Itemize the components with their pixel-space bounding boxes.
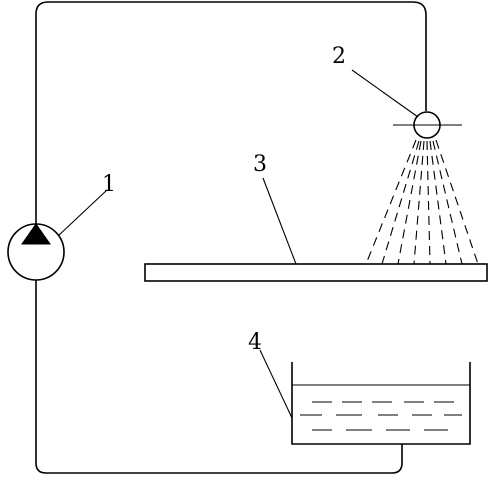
spray-cone bbox=[365, 139, 479, 265]
circulation-pipe bbox=[35, 1, 427, 228]
return-pipe bbox=[35, 280, 403, 474]
tank-walls bbox=[291, 362, 471, 445]
label-tank: 4 bbox=[248, 330, 262, 355]
leader-line-plate bbox=[262, 177, 297, 265]
label-pump: 1 bbox=[102, 172, 116, 197]
label-nozzle: 2 bbox=[332, 44, 346, 69]
pump bbox=[7, 223, 65, 281]
plate bbox=[144, 263, 488, 282]
liquid-tank bbox=[291, 362, 471, 445]
leader-line-tank bbox=[259, 349, 293, 419]
leader-line-nozzle bbox=[351, 69, 419, 118]
spray-nozzle bbox=[393, 111, 462, 139]
label-plate: 3 bbox=[253, 152, 267, 177]
pump-direction-arrow-icon bbox=[21, 223, 51, 245]
leader-line-pump bbox=[57, 189, 108, 237]
nozzle-head bbox=[413, 111, 441, 139]
